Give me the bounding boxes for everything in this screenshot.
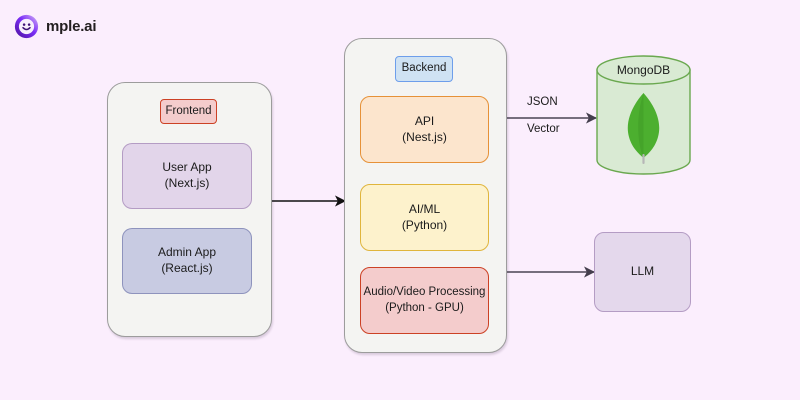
node-admin-app[interactable]: Admin App (React.js) [122, 228, 252, 294]
api-label: API (Nest.js) [402, 113, 447, 144]
llm-label: LLM [630, 264, 655, 279]
aiml-label: AI/ML (Python) [401, 201, 448, 232]
node-aiml[interactable]: AI/ML (Python) [360, 184, 489, 251]
mongodb-cylinder-shape [596, 55, 691, 175]
node-mongodb[interactable]: MongoDB [596, 55, 691, 175]
edge-label-json: JSON [527, 96, 558, 108]
brand-name: mple.ai [46, 18, 97, 35]
audio-video-label: Audio/Video Processing (Python - GPU) [363, 286, 486, 314]
smiley-circle-logo-icon [14, 14, 39, 39]
admin-app-label: Admin App (React.js) [157, 245, 217, 275]
node-audio-video[interactable]: Audio/Video Processing (Python - GPU) [360, 267, 489, 334]
node-user-app[interactable]: User App (Next.js) [122, 143, 252, 209]
mongodb-leaf-icon [627, 93, 660, 164]
chip-backend-label: Backend [395, 56, 453, 82]
frontend-label-text: Frontend [165, 104, 212, 117]
chip-frontend-label: Frontend [160, 99, 217, 124]
node-llm[interactable]: LLM [594, 232, 691, 312]
brand-logo: mple.ai [14, 14, 96, 39]
node-api[interactable]: API (Nest.js) [360, 96, 489, 163]
user-app-label: User App (Next.js) [162, 160, 212, 190]
edge-label-vector: Vector [527, 123, 560, 135]
backend-label-text: Backend [401, 62, 447, 75]
group-frontend[interactable] [107, 82, 272, 337]
